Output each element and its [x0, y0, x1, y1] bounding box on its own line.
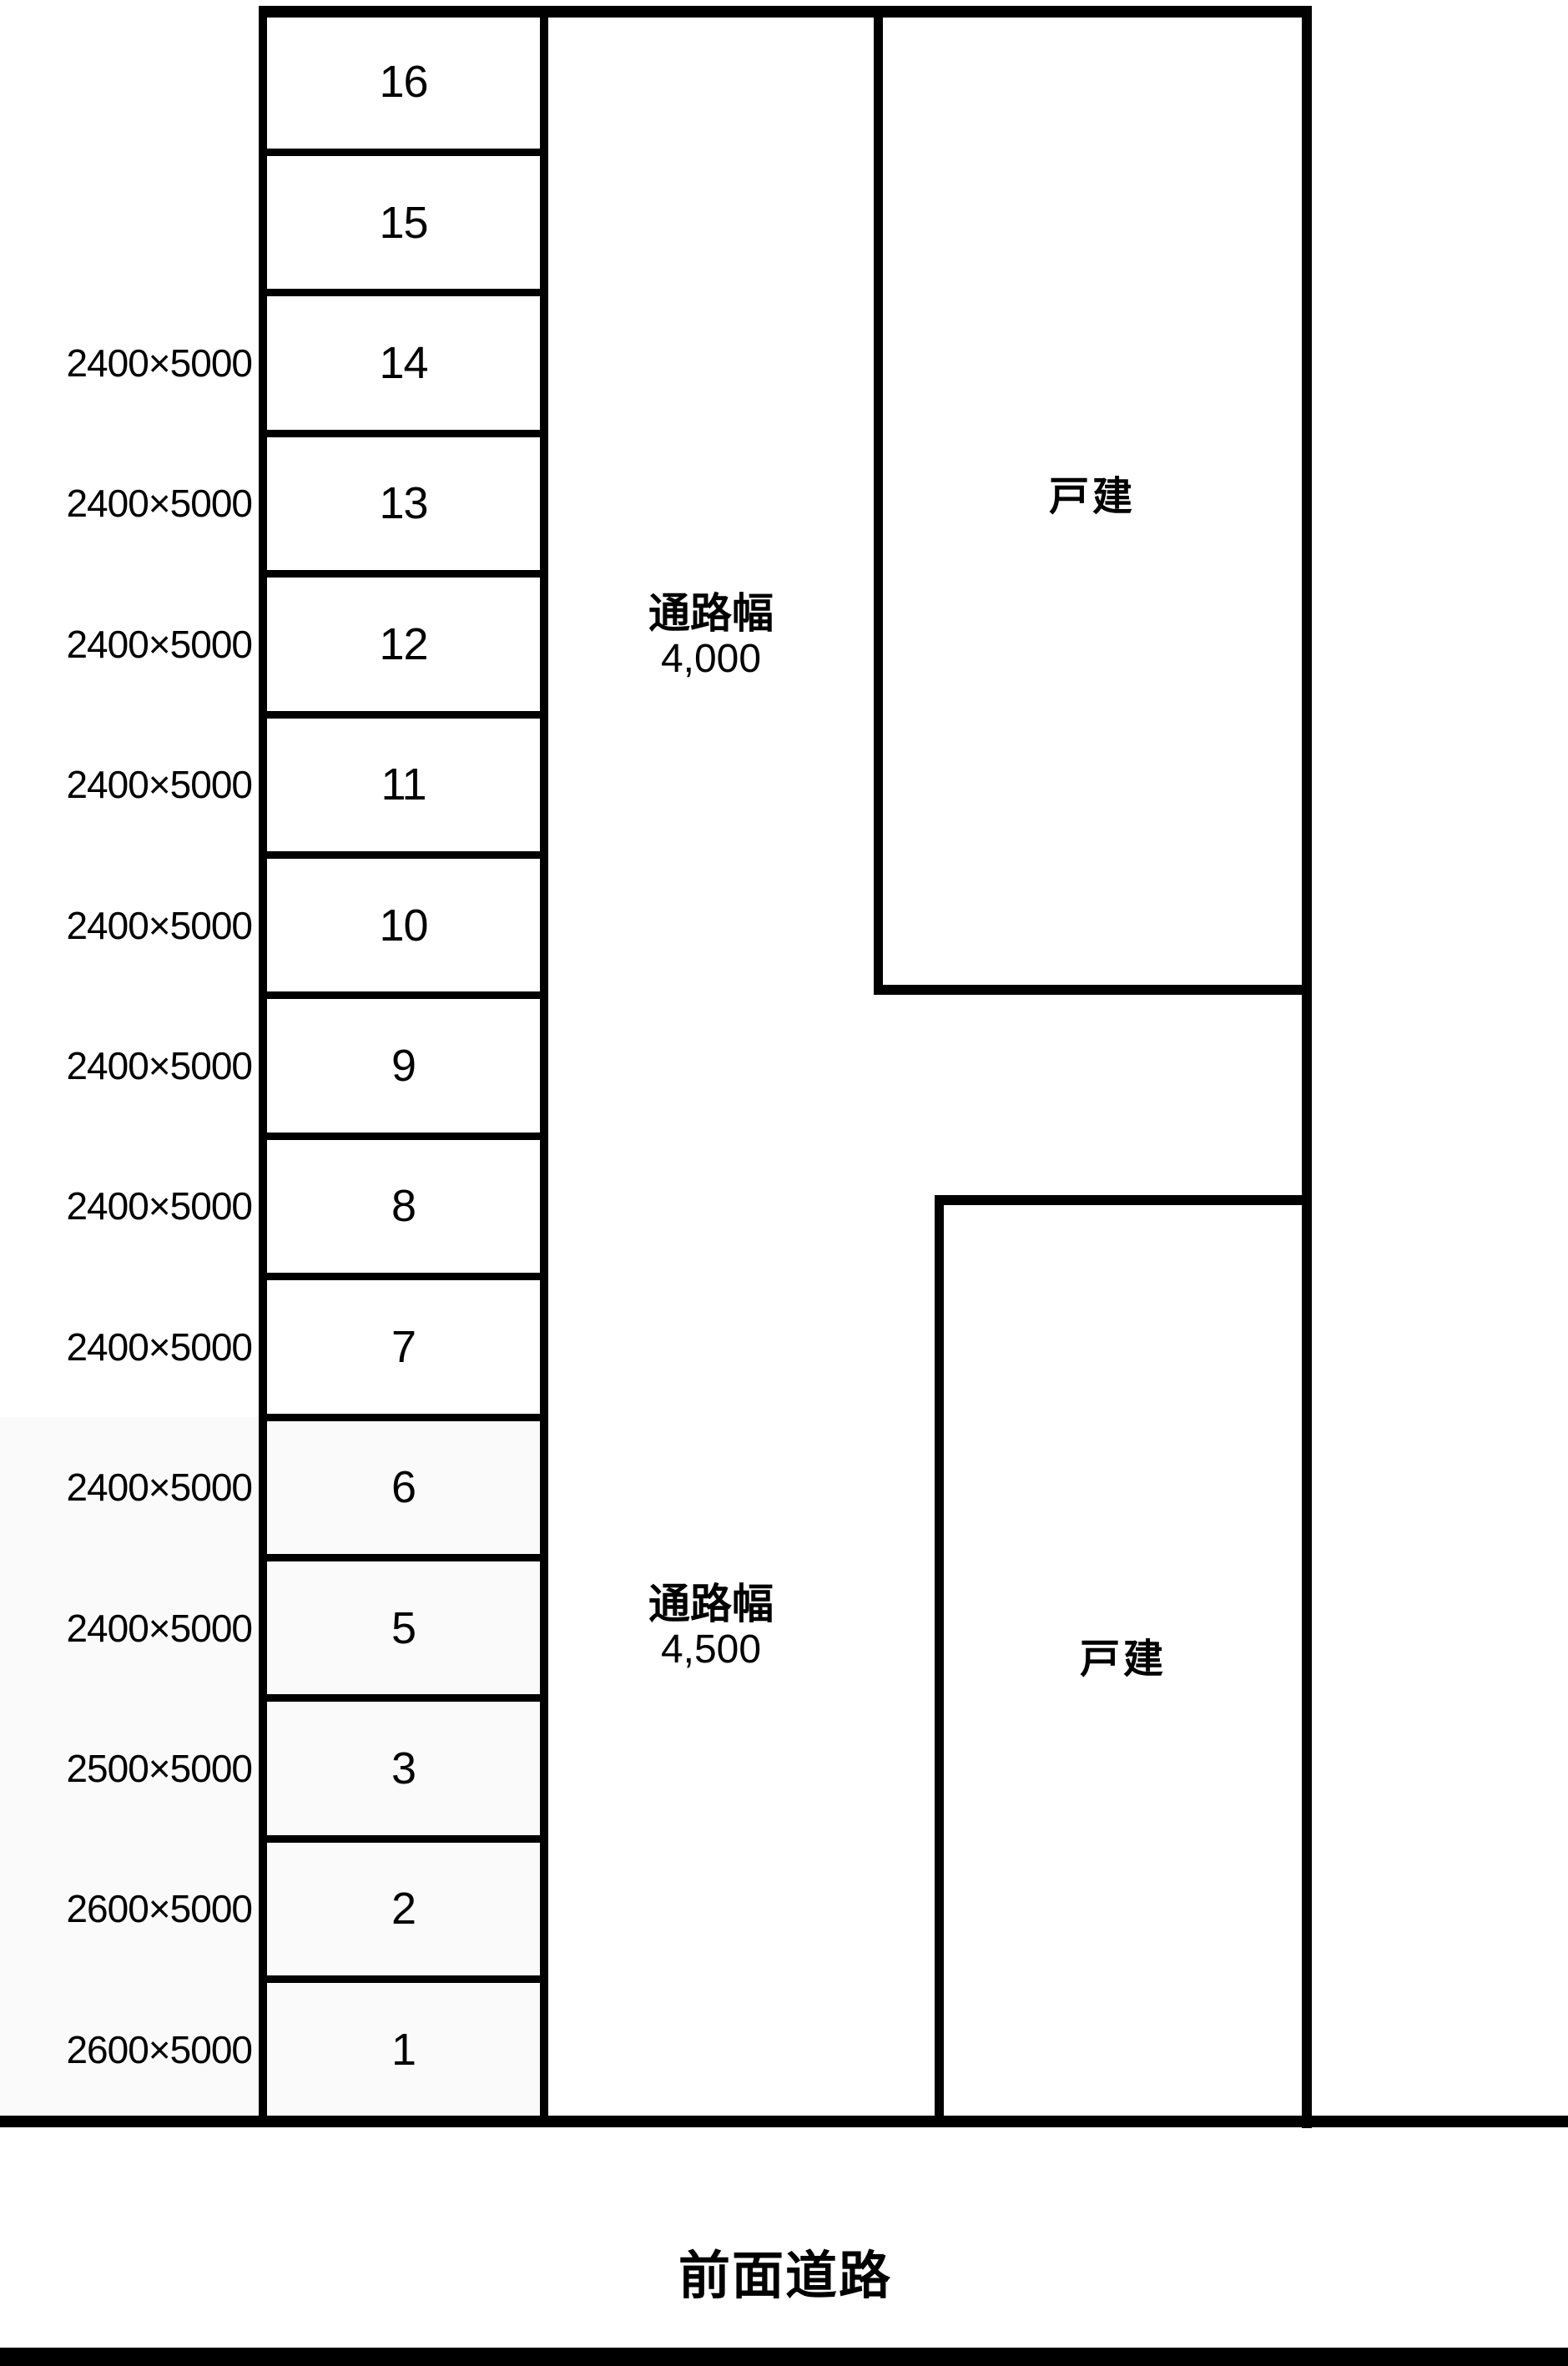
aisle-width-annotation-upper: 通路幅 4,000 — [584, 589, 838, 681]
stall-size-label: 2400×5000 — [66, 763, 253, 807]
stall-size-label: 2400×5000 — [66, 622, 253, 666]
stall-separator-line — [259, 570, 548, 578]
stall-number: 7 — [391, 1321, 416, 1372]
front-road-label: 前面道路 — [678, 2247, 892, 2305]
building-label-lower: 戸建 — [1079, 1637, 1167, 1682]
stall-size-label: 2600×5000 — [66, 2027, 253, 2071]
stall-number: 11 — [381, 759, 426, 810]
stall-size-label: 2400×5000 — [66, 482, 253, 526]
outer-right-boundary-line — [1302, 6, 1312, 2128]
stall-separator-line — [259, 850, 548, 859]
stall-size-label: 2400×5000 — [66, 1043, 253, 1087]
road-edge-bar — [0, 2348, 1568, 2366]
stall-separator-line — [259, 991, 548, 1000]
stall-number: 16 — [379, 57, 428, 108]
aisle-width-value: 4,500 — [660, 1627, 762, 1672]
stall-number: 9 — [391, 1040, 416, 1091]
stall-right-border-line — [540, 6, 548, 2126]
stall-size-label: 2600×5000 — [66, 1887, 253, 1931]
building-label-upper: 戸建 — [1048, 475, 1136, 519]
stall-separator-line — [259, 1553, 548, 1561]
stall-number: 14 — [379, 337, 428, 388]
stall-size-label: 2400×5000 — [66, 1324, 253, 1369]
stall-number: 13 — [379, 478, 428, 529]
stall-number: 6 — [391, 1462, 416, 1513]
stall-number: 8 — [391, 1181, 416, 1232]
top-boundary-line — [259, 6, 1312, 18]
stall-separator-line — [259, 429, 548, 437]
stall-left-border-line — [259, 6, 267, 2126]
stall-size-label: 2400×5000 — [66, 1606, 253, 1650]
stall-separator-line — [259, 289, 548, 297]
stall-separator-line — [259, 710, 548, 719]
stall-separator-line — [259, 1694, 548, 1703]
stall-number: 15 — [379, 197, 428, 248]
stall-separator-line — [259, 1834, 548, 1843]
stall-size-label: 2500×5000 — [66, 1746, 253, 1790]
aisle-width-value: 4,000 — [660, 637, 762, 681]
stall-number: 10 — [379, 900, 428, 951]
shaded-area — [0, 1417, 540, 2116]
building1-bottom-border-line — [874, 985, 1312, 995]
building1-left-border-line — [874, 6, 883, 994]
stall-number: 12 — [379, 618, 428, 669]
stall-separator-line — [259, 1975, 548, 1984]
aisle-width-annotation-lower: 通路幅 4,500 — [584, 1580, 838, 1672]
stall-number: 2 — [391, 1884, 416, 1935]
stall-separator-line — [259, 1273, 548, 1281]
stall-separator-line — [259, 1413, 548, 1421]
stall-number: 3 — [391, 1743, 416, 1793]
aisle-width-title: 通路幅 — [648, 590, 774, 637]
stall-size-label: 2400×5000 — [66, 1466, 253, 1510]
stall-number: 5 — [391, 1602, 416, 1653]
stall-separator-line — [259, 148, 548, 156]
stall-size-label: 2400×5000 — [66, 903, 253, 947]
stall-size-label: 2400×5000 — [66, 1184, 253, 1228]
stall-separator-line — [259, 1132, 548, 1140]
building2-top-border-line — [935, 1195, 1312, 1205]
stall-number: 1 — [391, 2024, 416, 2075]
bottom-boundary-line — [0, 2116, 1568, 2127]
stall-size-label: 2400×5000 — [66, 341, 253, 385]
aisle-width-title: 通路幅 — [648, 1581, 774, 1627]
building2-left-border-line — [935, 1195, 944, 2123]
